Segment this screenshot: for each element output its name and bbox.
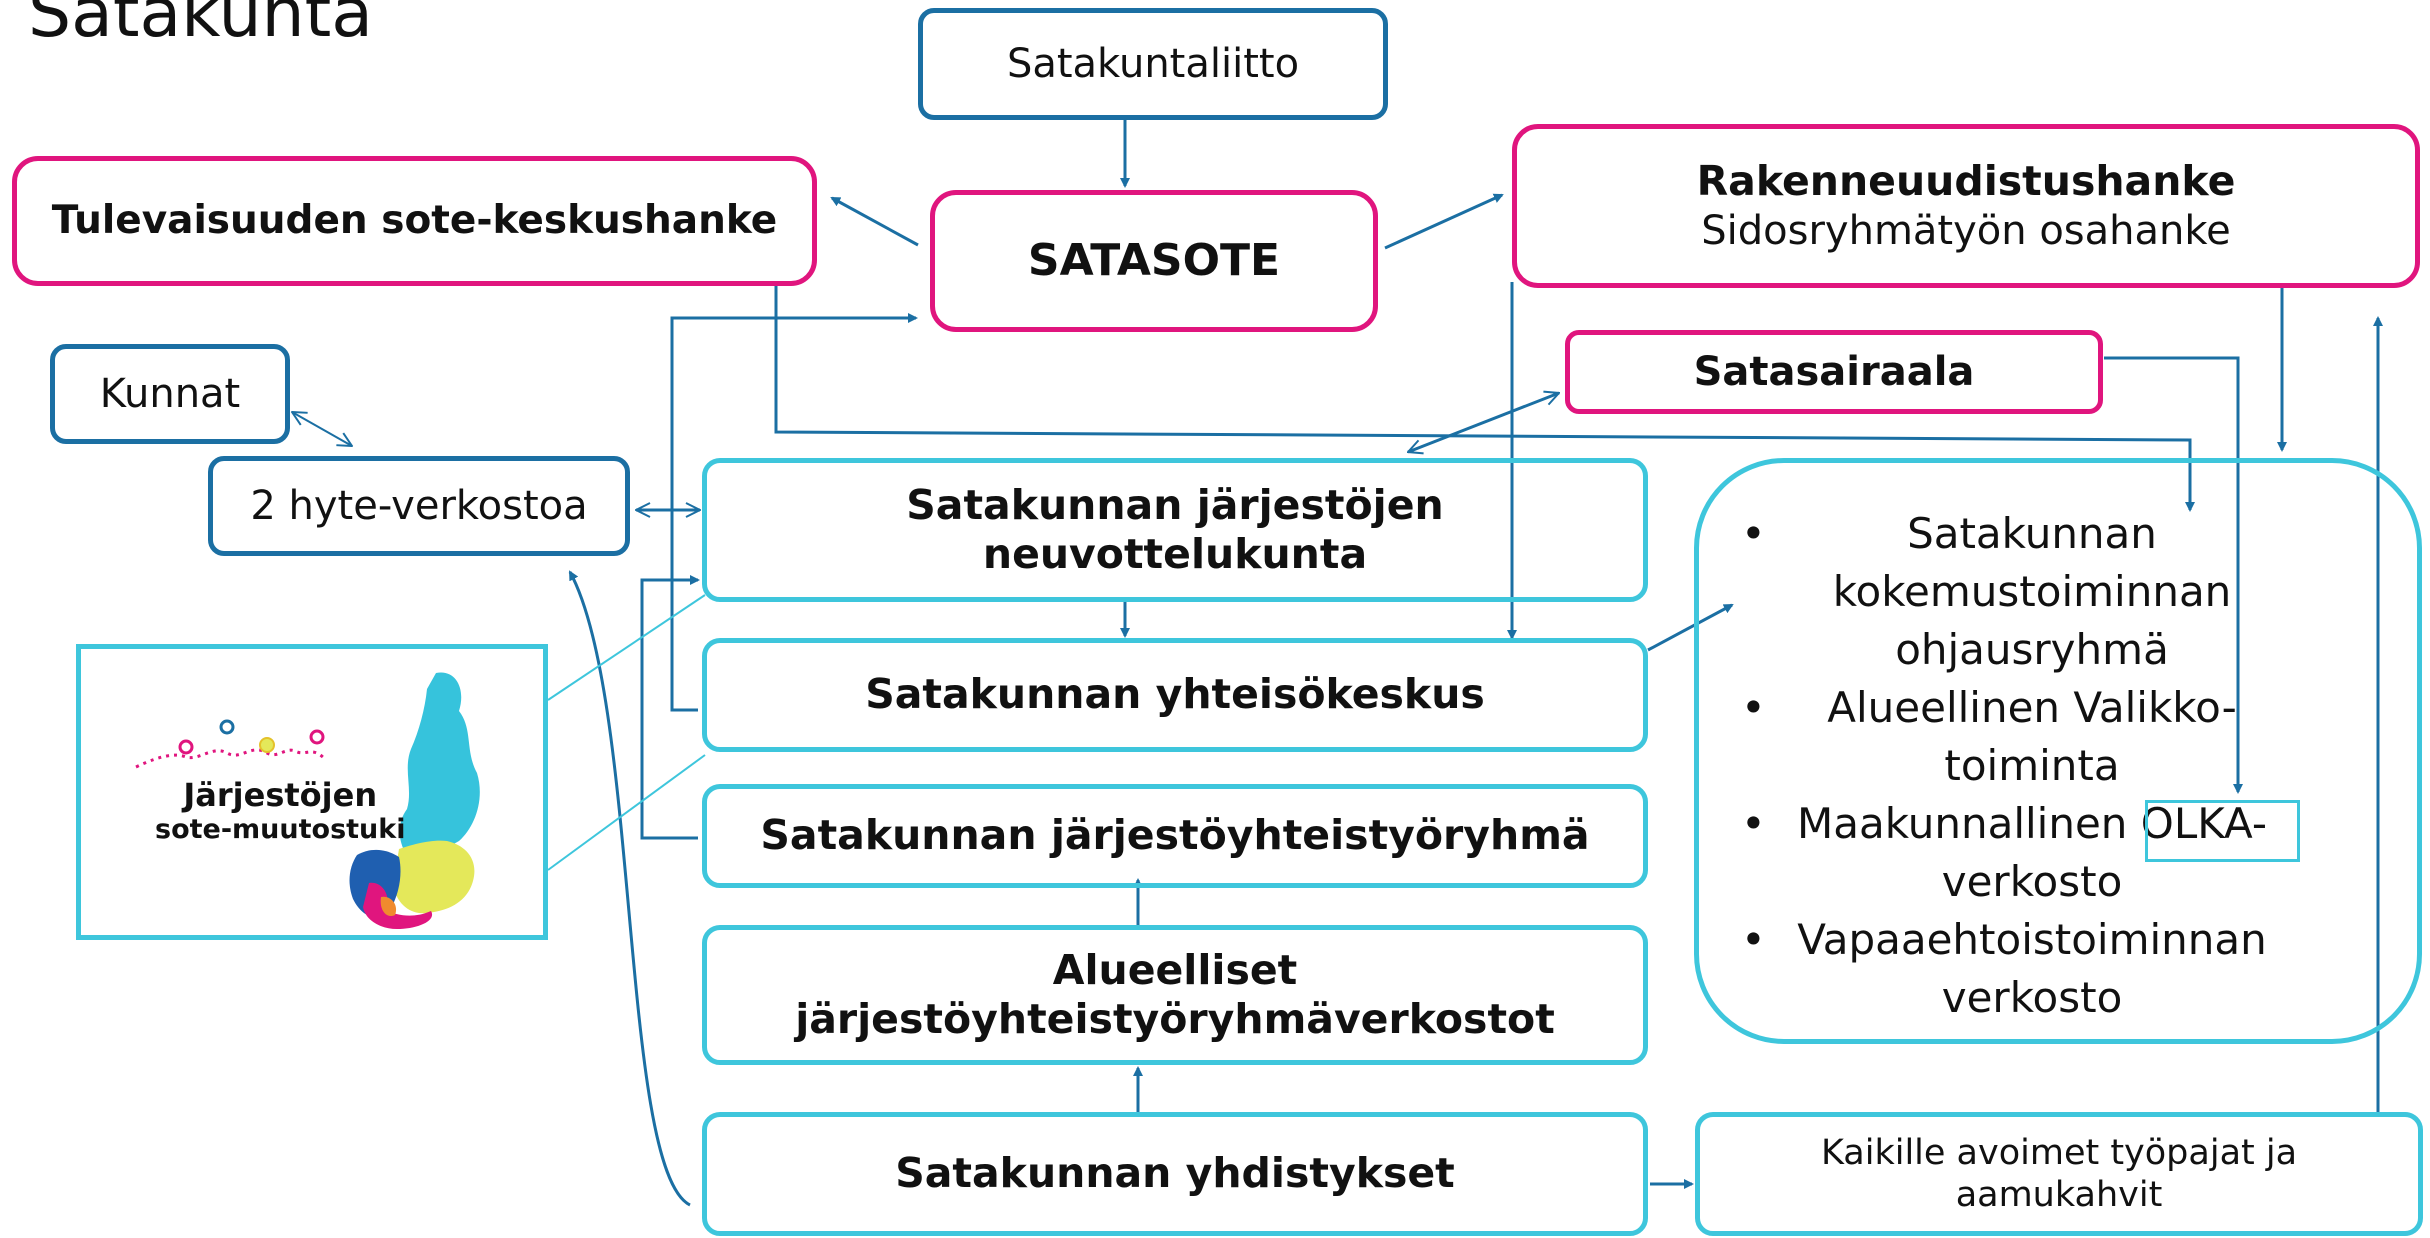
node-label: Alueelliset — [1052, 945, 1298, 994]
node-label: Satakunnan yhdistykset — [895, 1149, 1455, 1198]
node-label: Rakenneuudistushanke — [1696, 157, 2236, 206]
node-label: Satasairaala — [1693, 349, 1975, 395]
node-jarjestoyhteistyoryhma: Satakunnan järjestöyhteistyöryhmä — [702, 784, 1648, 888]
node-hyte-verkostoa: 2 hyte-verkostoa — [208, 456, 630, 556]
node-label-2: aamukahvit — [1955, 1175, 2163, 1215]
arrow-satasairaala-neuvottelukunta — [1408, 393, 1559, 452]
node-label: SATASOTE — [1027, 234, 1281, 286]
node-neuvottelukunta: Satakunnan järjestöjen neuvottelukunta — [702, 458, 1648, 602]
node-label-2: neuvottelukunta — [982, 530, 1368, 578]
bullet-item: Maakunnallinen OLKA-verkosto — [1699, 795, 2267, 911]
logo-callout-2 — [547, 754, 706, 871]
node-satasairaala: Satasairaala — [1565, 330, 2103, 414]
node-label: Satakunnan järjestöjen — [906, 480, 1444, 529]
finland-map-icon — [135, 672, 480, 929]
node-satakuntaliitto: Satakuntaliitto — [918, 8, 1388, 120]
node-yhdistykset: Satakunnan yhdistykset — [702, 1112, 1648, 1236]
node-alueelliset-verkostot: Alueelliset järjestöyhteistyöryhmäverkos… — [702, 925, 1648, 1065]
bullet-item: Alueellinen Valikko-toiminta — [1699, 679, 2267, 795]
arrow-satasote-rakenne — [1384, 193, 1504, 250]
arrow-satasote-tulevaisuuden — [830, 196, 919, 247]
olka-highlight — [2145, 800, 2300, 862]
node-label: Kunnat — [99, 371, 241, 417]
node-label-2: järjestöyhteistyöryhmäverkostot — [795, 995, 1555, 1043]
logo-jarjestojen-sote-muutostuki: Järjestöjen sote-muutostuki — [76, 644, 548, 940]
logo-text-2: sote-muutostuki — [155, 813, 406, 845]
node-label: Satakunnan järjestöyhteistyöryhmä — [760, 811, 1590, 860]
node-label: 2 hyte-verkostoa — [250, 483, 588, 529]
arrow-kunnat-hyte — [292, 412, 352, 446]
pin-icon — [178, 739, 194, 755]
node-label: Satakunnan yhteisökeskus — [865, 670, 1485, 719]
node-yhteisokeskus: Satakunnan yhteisökeskus — [702, 638, 1648, 752]
logo-text-1: Järjestöjen — [183, 776, 378, 814]
pin-icon — [259, 737, 275, 753]
logo-callout-1 — [547, 594, 706, 701]
pin-icon — [219, 719, 235, 735]
page-title: Satakunta — [28, 0, 373, 53]
arrow-yhdistykset-hyte — [568, 570, 691, 1207]
node-tulevaisuuden: Tulevaisuuden sote-keskushanke — [12, 156, 817, 286]
node-kunnat: Kunnat — [50, 344, 290, 444]
node-label: Kaikille avoimet työpajat ja — [1820, 1133, 2298, 1173]
node-label: Satakuntaliitto — [1006, 41, 1300, 87]
node-satasote: SATASOTE — [930, 190, 1378, 332]
node-sublabel: Sidosryhmätyön osahanke — [1701, 207, 2231, 254]
pin-icon — [309, 729, 325, 745]
node-rakenneuudistushanke: Rakenneuudistushanke Sidosryhmätyön osah… — [1512, 124, 2420, 288]
node-label: Tulevaisuuden sote-keskushanke — [51, 197, 778, 243]
arrow-jyr-neuvottelukunta — [640, 575, 700, 840]
node-tyopajat: Kaikille avoimet työpajat ja aamukahvit — [1695, 1112, 2423, 1236]
